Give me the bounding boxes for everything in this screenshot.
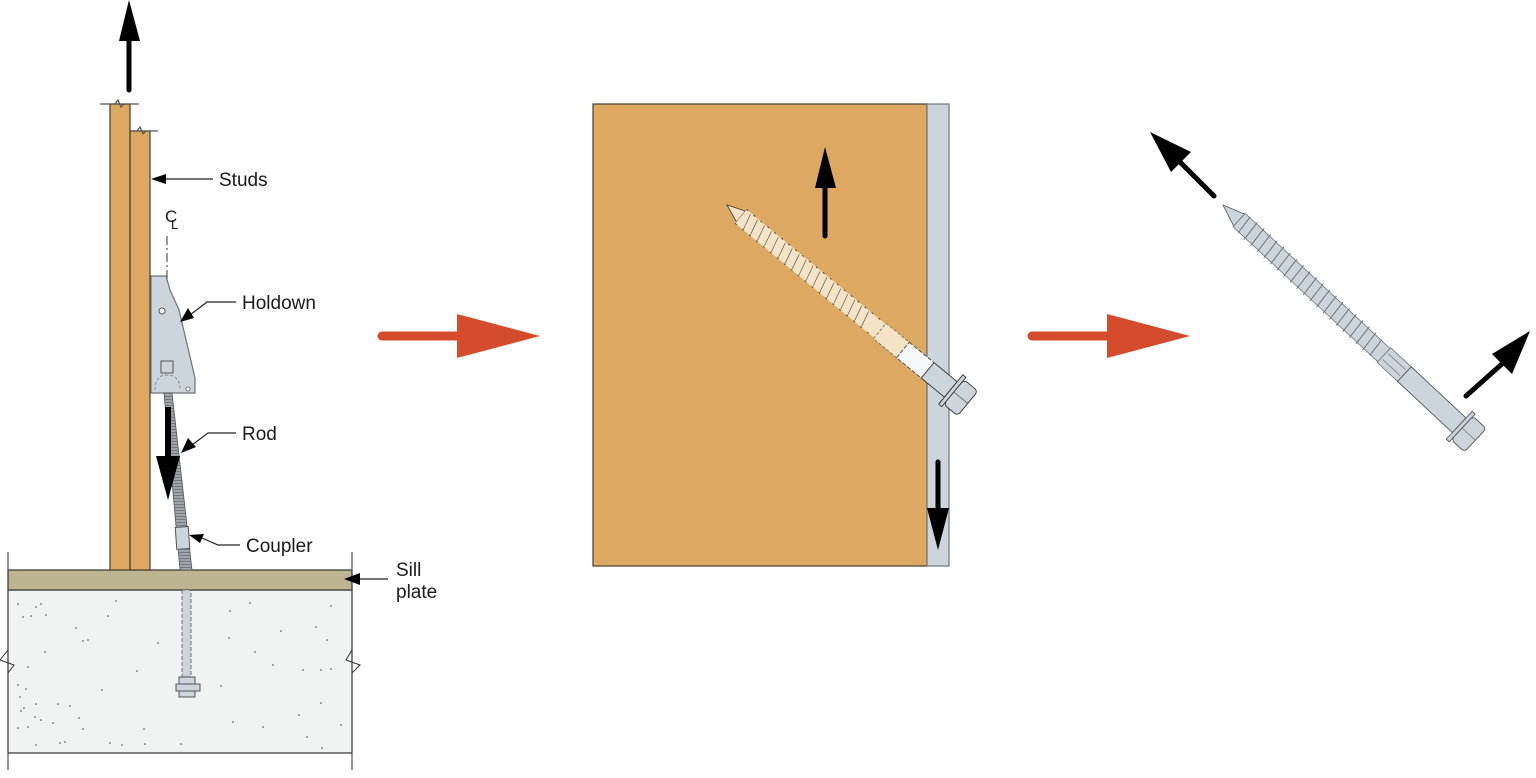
steel-plate bbox=[926, 103, 950, 567]
label-coupler: Coupler bbox=[246, 536, 313, 557]
studs bbox=[100, 98, 158, 571]
concrete-foundation bbox=[0, 552, 361, 770]
label-sill-plate-line1: Sill bbox=[396, 560, 421, 581]
panel-isolated-screw bbox=[1150, 132, 1530, 451]
wood-up-arrow-icon bbox=[815, 147, 836, 239]
head-pull-arrow-icon bbox=[1463, 331, 1530, 399]
label-holdown: Holdown bbox=[242, 293, 316, 314]
panel-screw-in-wood bbox=[592, 103, 977, 567]
svg-text:C: C bbox=[165, 207, 177, 226]
plate-down-arrow-icon bbox=[927, 459, 949, 550]
label-centerline: C L bbox=[165, 207, 178, 232]
transition-arrow-2-icon bbox=[1027, 314, 1190, 358]
embedded-screw bbox=[726, 204, 977, 415]
panel-holdown-assembly: Studs C L Holdown Rod Coupler Sill plate bbox=[0, 0, 437, 770]
svg-text:L: L bbox=[171, 217, 178, 232]
holdown-bracket bbox=[150, 275, 196, 394]
uplift-arrow-icon bbox=[119, 0, 140, 93]
sill-plate bbox=[7, 569, 353, 591]
rod-tension-arrow-icon bbox=[156, 407, 180, 500]
label-sill-plate-line2: plate bbox=[396, 582, 437, 603]
isolated-screw bbox=[1222, 204, 1486, 451]
leader-arrowheads bbox=[151, 174, 360, 585]
tip-withdrawal-arrow-icon bbox=[1150, 132, 1217, 199]
label-rod: Rod bbox=[242, 424, 277, 445]
label-studs: Studs bbox=[219, 170, 268, 191]
transition-arrow-1-icon bbox=[377, 314, 540, 358]
leader-lines bbox=[165, 178, 388, 580]
concrete-aggregate-dots bbox=[17, 600, 342, 749]
